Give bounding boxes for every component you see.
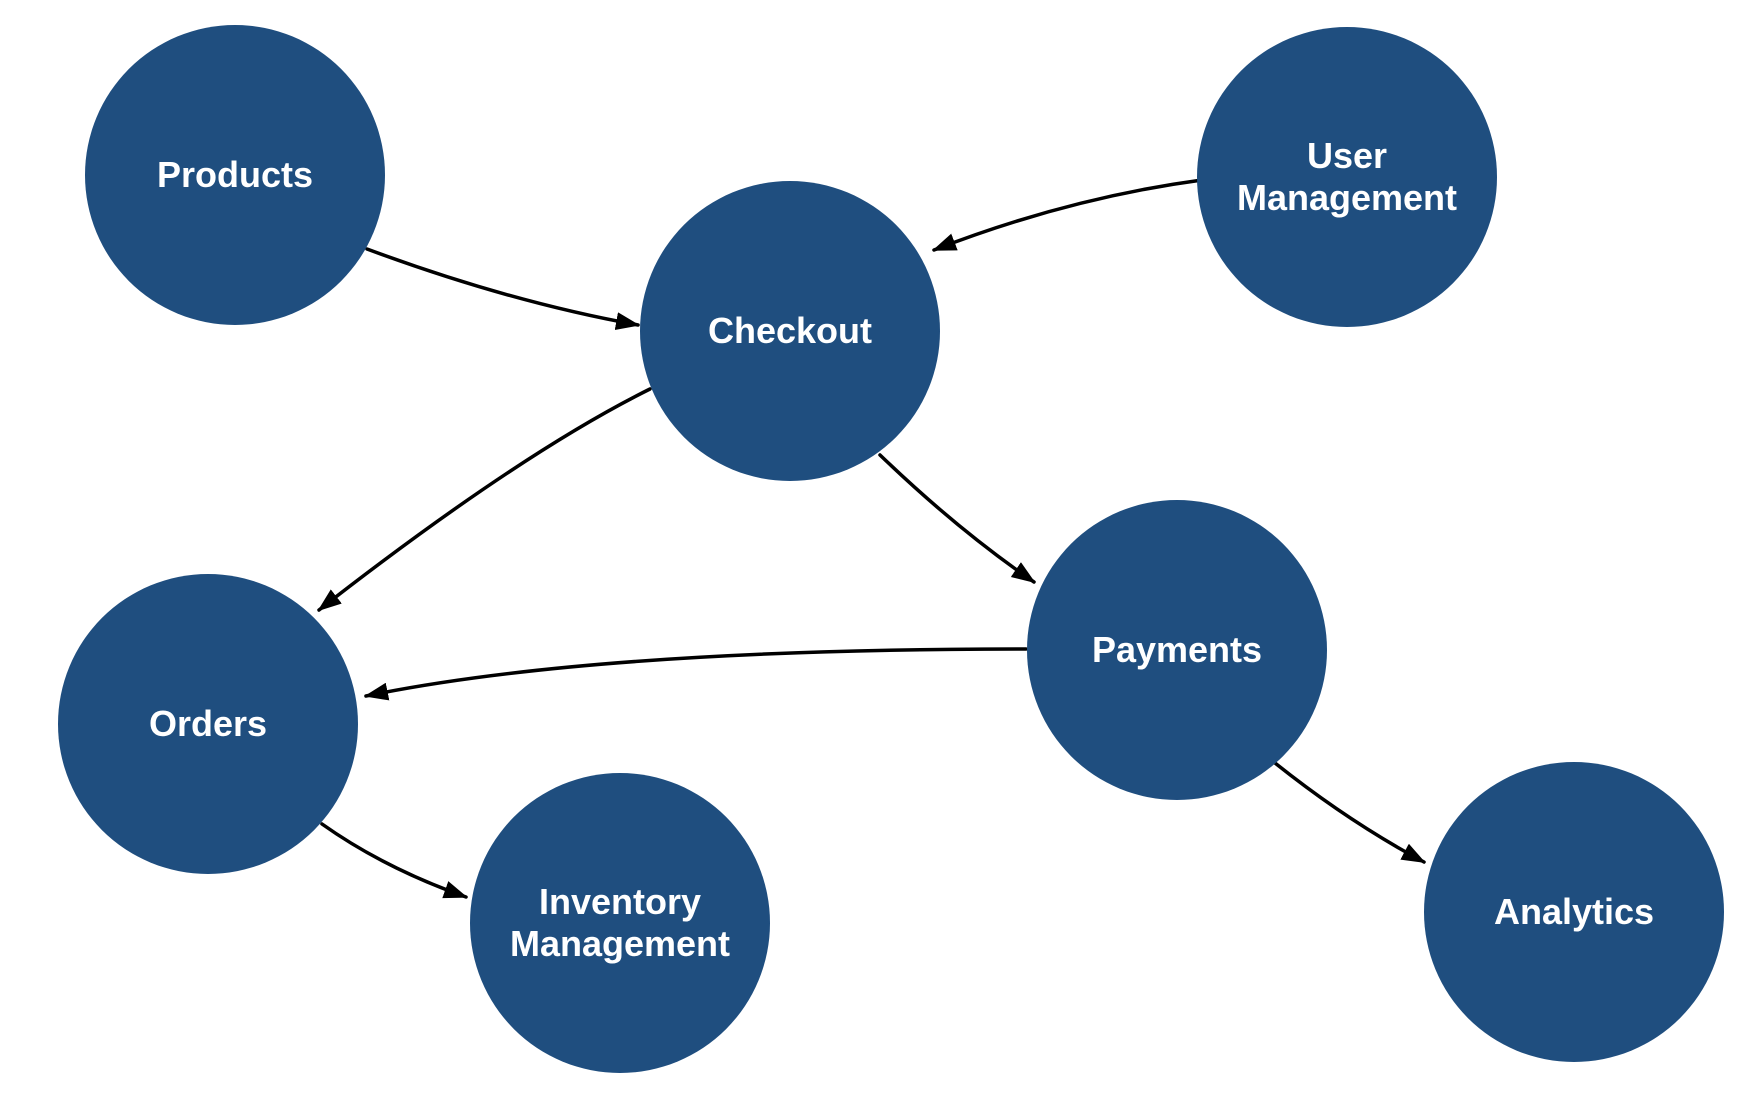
node-analytics[interactable]: Analytics [1424,762,1724,1062]
node-payments[interactable]: Payments [1027,500,1327,800]
node-products[interactable]: Products [85,25,385,325]
node-label: Orders [148,702,268,744]
edge-checkout-to-orders [317,387,652,612]
node-label: Products [156,153,314,195]
node-label: Analytics [1493,890,1655,932]
node-checkout[interactable]: Checkout [640,181,940,481]
node-label: Checkout [707,309,873,351]
node-label: Payments [1091,628,1263,670]
node-label: Inventory Management [509,880,731,964]
edge-orders-to-inventory-management [320,822,468,899]
edge-payments-to-orders [364,647,1028,701]
edge-checkout-to-payments [878,453,1036,584]
edge-products-to-checkout [365,247,640,330]
edge-user-management-to-checkout [932,178,1204,252]
node-label: User Management [1236,134,1458,218]
node-orders[interactable]: Orders [58,574,358,874]
node-inventory-management[interactable]: Inventory Management [470,773,770,1073]
node-user-management[interactable]: User Management [1197,27,1497,327]
edge-payments-to-analytics [1273,761,1426,864]
